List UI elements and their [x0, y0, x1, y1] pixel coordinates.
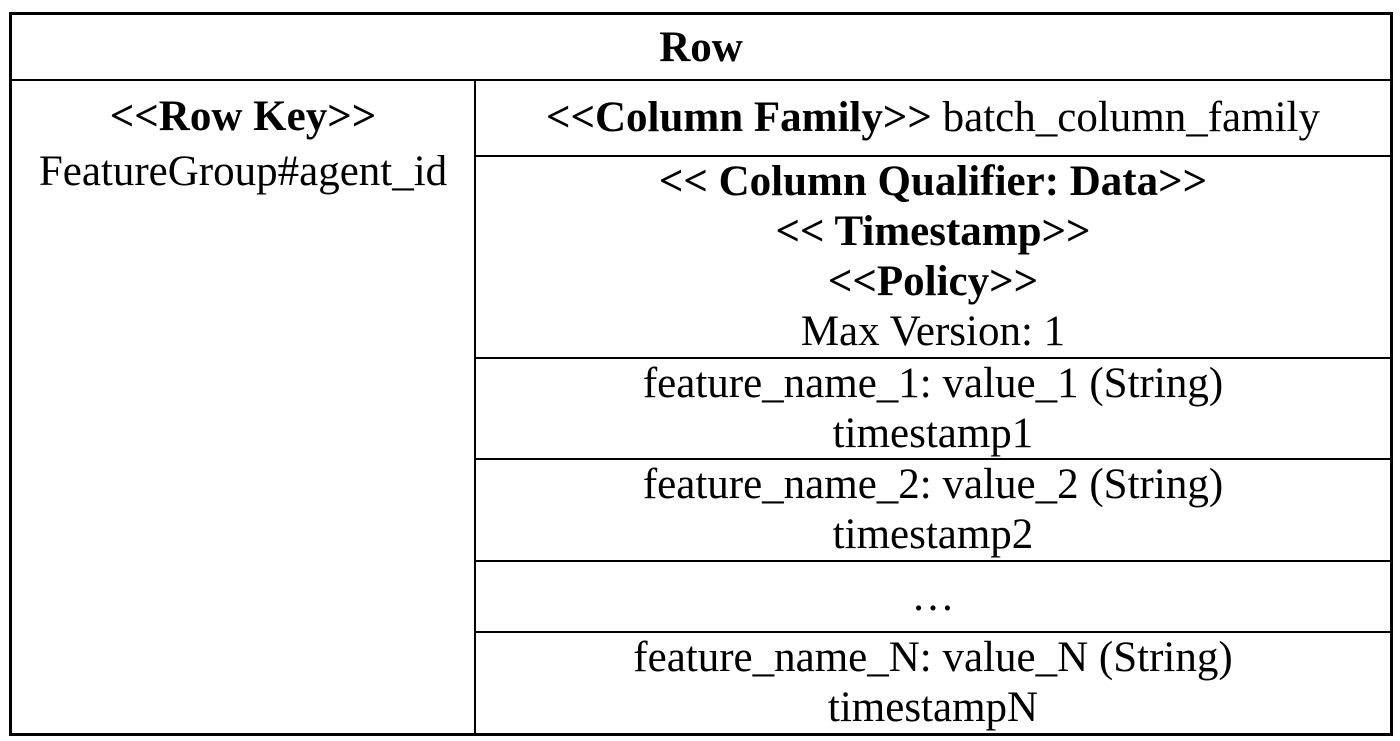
row-title: Row — [659, 23, 743, 71]
feature-timestamp: timestamp1 — [832, 409, 1034, 457]
row-key-stereotype: <<Row Key>> — [109, 93, 377, 140]
ellipsis-cell: … — [476, 562, 1390, 633]
ellipsis-text: … — [911, 572, 955, 620]
feature-cell-2: feature_name_2: value_2 (String) timesta… — [476, 460, 1390, 563]
feature-cell-1: feature_name_1: value_1 (String) timesta… — [476, 359, 1390, 461]
feature-name-value: feature_name_N: value_N (String) — [633, 634, 1233, 681]
column-family-column: <<Column Family>> batch_column_family <<… — [476, 81, 1390, 733]
feature-name-value: feature_name_1: value_1 (String) — [642, 359, 1224, 407]
column-family-stereotype: <<Column Family>> — [546, 94, 932, 142]
feature-timestamp: timestampN — [827, 684, 1039, 731]
feature-cell-n: feature_name_N: value_N (String) timesta… — [476, 633, 1390, 733]
row-key-value: FeatureGroup#agent_id — [38, 148, 448, 195]
column-qualifier-cell: << Column Qualifier: Data>> << Timestamp… — [476, 157, 1390, 360]
feature-name-value: feature_name_2: value_2 (String) — [642, 461, 1224, 509]
timestamp-stereotype: << Timestamp>> — [775, 208, 1091, 256]
column-family-line: <<Column Family>> batch_column_family — [546, 93, 1320, 143]
bigtable-row-schema-diagram: Row <<Row Key>> FeatureGroup#agent_id <<… — [9, 12, 1393, 736]
column-family-name: batch_column_family — [942, 94, 1320, 142]
column-qualifier-stereotype: << Column Qualifier: Data>> — [658, 158, 1208, 206]
row-key-cell: <<Row Key>> FeatureGroup#agent_id — [12, 81, 476, 733]
feature-timestamp: timestamp2 — [832, 511, 1034, 559]
table-body: <<Row Key>> FeatureGroup#agent_id <<Colu… — [12, 81, 1390, 733]
column-family-cell: <<Column Family>> batch_column_family — [476, 81, 1390, 158]
row-header: Row — [12, 15, 1390, 81]
policy-value: Max Version: 1 — [800, 308, 1066, 356]
policy-stereotype: <<Policy>> — [827, 258, 1039, 306]
